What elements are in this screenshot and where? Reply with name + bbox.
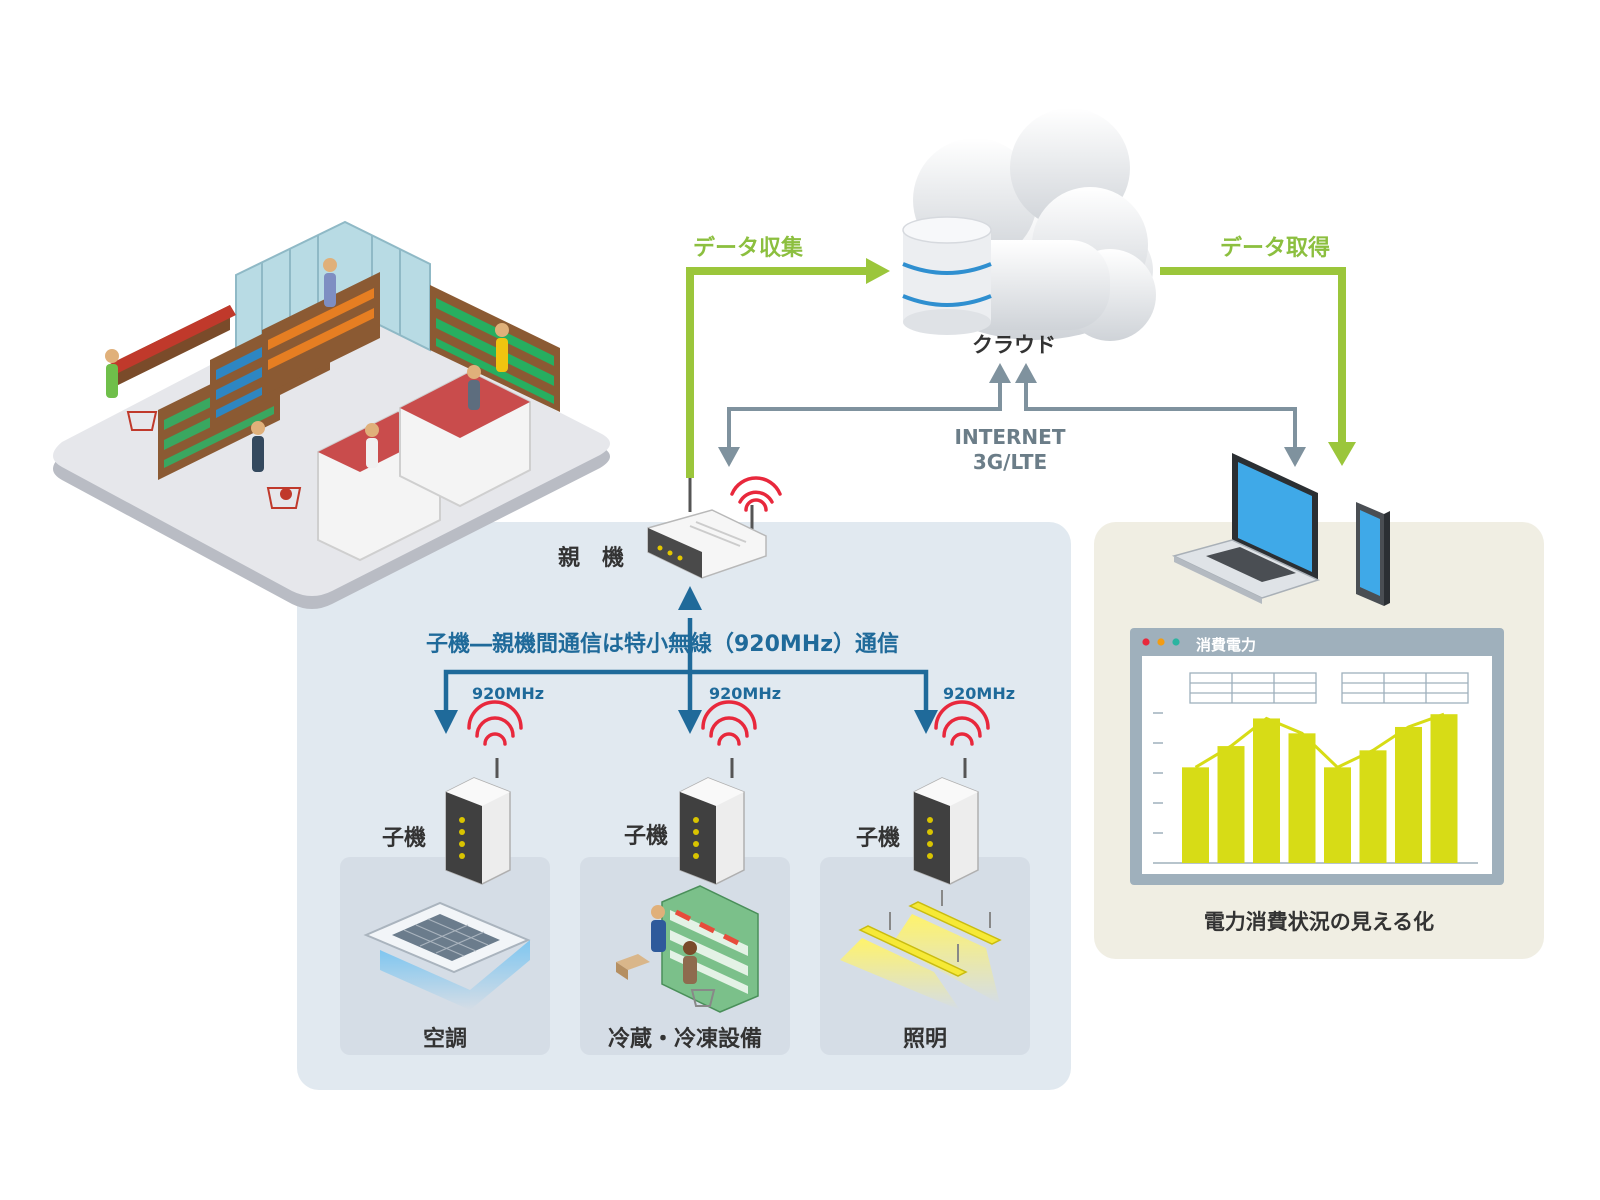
chart-bar-7 [1395,726,1422,863]
data-collect-label: データ収集 [693,236,804,261]
internet-label-line1: INTERNET [954,425,1066,449]
visualization-label: 電力消費状況の見える化 [1203,910,1435,934]
store-illustration-icon [53,220,610,609]
internet-arrows [718,363,1306,467]
freq-label-lighting: 920MHz [943,684,1016,703]
chart-bar-2 [1217,746,1245,863]
chart-bars [1182,712,1458,863]
ceiling-aircon-icon [363,901,531,1010]
power-dashboard-window [1130,628,1504,885]
chart-y-ticks [1153,712,1163,834]
database-icon [902,216,992,335]
chart-bar-4 [1288,733,1316,863]
window-min-dot [1157,638,1165,646]
smartphone-icon [1356,502,1390,606]
chart-bar-5 [1324,767,1351,863]
radio-comm-arrows [434,586,938,734]
chart-trend-line [1194,712,1445,770]
sensor-unit-icon [445,700,990,885]
cloud-label: クラウド [972,333,1056,357]
data-collect-arrow [686,258,890,478]
data-acquire-label: データ取得 [1220,236,1331,261]
child-unit-label-lighting: 子機 [856,826,901,851]
child-unit-label-refrigeration: 子機 [624,824,669,849]
child-unit-label-aircon: 子機 [382,826,427,851]
internet-label-line2: 3G/LTE [972,450,1048,474]
refrigeration-label: 冷蔵・冷凍設備 [607,1027,762,1052]
window-close-dot [1142,638,1150,646]
ceiling-light-icon [840,890,1002,1010]
chart-bar-3 [1253,718,1280,863]
parent-unit-label: 親 機 [558,546,625,571]
internet-label: INTERNET 3G/LTE [940,425,1080,475]
window-max-dot [1172,638,1180,646]
data-acquire-arrow [1160,267,1356,466]
lighting-label: 照明 [902,1027,947,1052]
window-title: 消費電力 [1196,636,1257,654]
refrigerated-showcase-icon [616,885,759,1013]
chart-bar-8 [1430,714,1458,863]
chart-bar-1 [1182,767,1209,863]
freq-label-aircon: 920MHz [472,684,545,703]
freq-label-refrigeration: 920MHz [709,684,782,703]
router-icon [647,478,767,579]
wireless-wave-icon [730,476,782,512]
comm-note-label: 子機―親機間通信は特小無線（920MHz）通信 [426,632,900,657]
aircon-label: 空調 [422,1027,467,1052]
laptop-icon [1171,453,1321,604]
chart-bar-6 [1359,750,1387,863]
